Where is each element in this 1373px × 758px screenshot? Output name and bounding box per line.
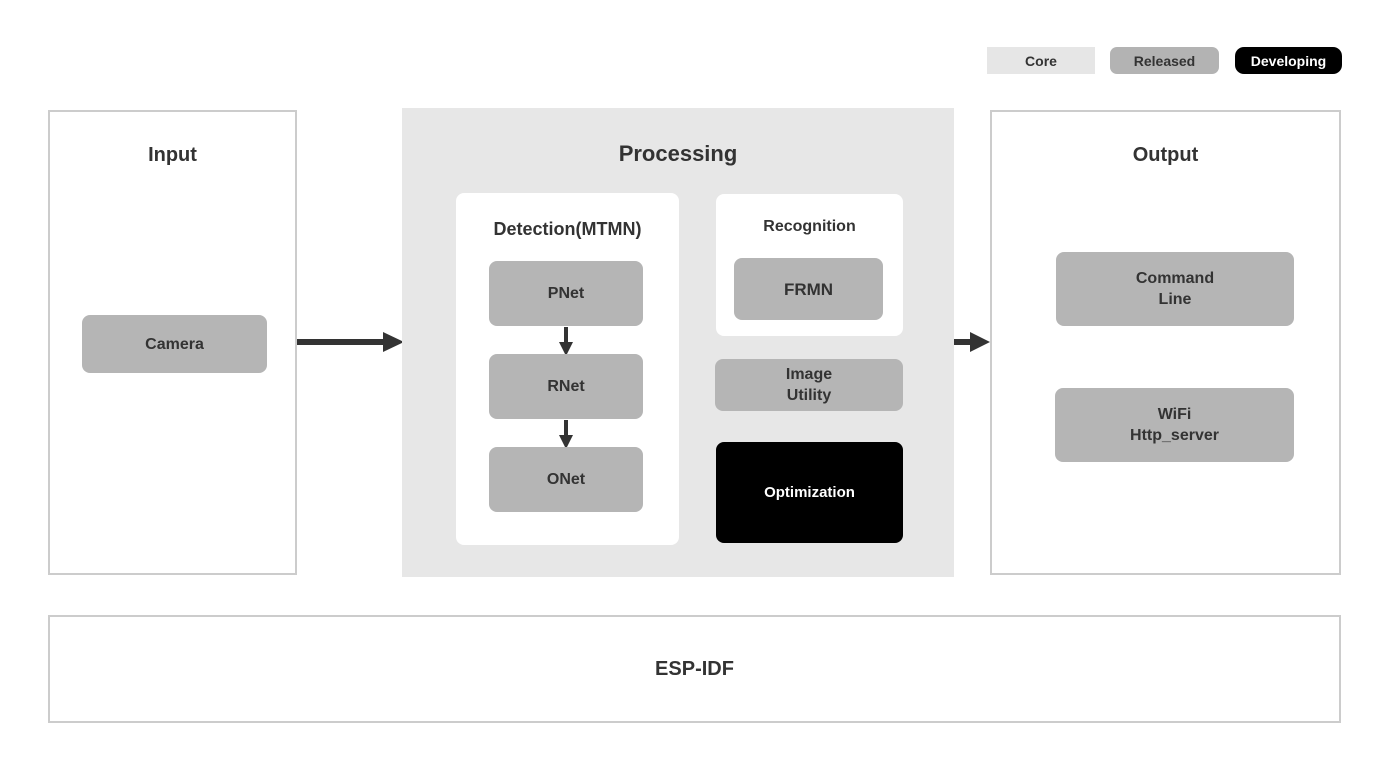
detection-subpanel: Detection(MTMN) PNet RNet ONet bbox=[456, 193, 679, 545]
legend-developing-label: Developing bbox=[1250, 52, 1327, 69]
onet-block: ONet bbox=[489, 447, 643, 512]
arrow-rnet-to-onet bbox=[559, 420, 573, 449]
pnet-block: PNet bbox=[489, 261, 643, 326]
esp-idf-panel: ESP-IDF bbox=[48, 615, 1341, 723]
camera-block: Camera bbox=[82, 315, 267, 373]
output-panel-title: Output bbox=[1132, 144, 1199, 166]
processing-panel: Processing Detection(MTMN) PNet RNet ONe… bbox=[402, 108, 954, 577]
processing-panel-title: Processing bbox=[618, 141, 738, 166]
wifi-http-server-block: WiFi Http_server bbox=[1055, 388, 1294, 462]
optimization-block: Optimization bbox=[716, 442, 903, 543]
command-line-block: Command Line bbox=[1056, 252, 1294, 326]
arrow-processing-to-output bbox=[954, 332, 990, 352]
legend-developing-badge: Developing bbox=[1235, 47, 1342, 74]
rnet-block: RNet bbox=[489, 354, 643, 419]
detection-title: Detection(MTMN) bbox=[493, 219, 642, 239]
legend-core-label: Core bbox=[1025, 52, 1057, 69]
legend-core-badge: Core bbox=[987, 47, 1095, 74]
recognition-title: Recognition bbox=[763, 218, 856, 235]
image-utility-block: Image Utility bbox=[715, 359, 903, 411]
input-panel: Input Camera bbox=[48, 110, 297, 575]
arrow-input-to-processing bbox=[297, 332, 404, 352]
arrow-pnet-to-rnet bbox=[559, 327, 573, 356]
legend-released-badge: Released bbox=[1110, 47, 1219, 74]
recognition-subpanel: Recognition FRMN bbox=[716, 194, 903, 336]
input-panel-title: Input bbox=[148, 144, 197, 166]
output-panel: Output Command Line WiFi Http_server bbox=[990, 110, 1341, 575]
esp-idf-title: ESP-IDF bbox=[655, 657, 734, 680]
frmn-block: FRMN bbox=[734, 258, 883, 320]
legend-released-label: Released bbox=[1133, 52, 1196, 69]
